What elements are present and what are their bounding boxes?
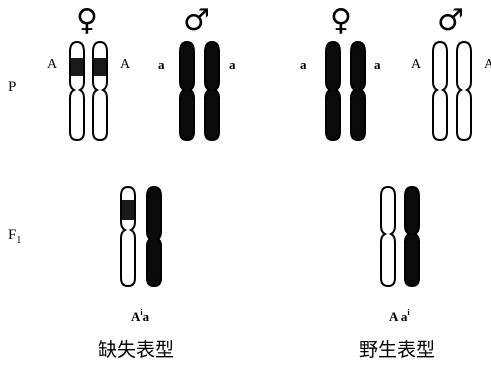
chromosome-female-b1: [325, 40, 341, 142]
phenotype-caption-left: 缺失表型: [98, 339, 175, 361]
offspring-genotype-left: Aia: [131, 308, 150, 324]
f1-row-label: F1: [8, 228, 21, 246]
gene-label: A: [47, 57, 58, 72]
gene-label: A: [120, 57, 131, 72]
gene-label: a: [158, 57, 165, 72]
chromosome-f1-right-white: [380, 185, 396, 288]
f1-label-letter: F: [8, 227, 17, 243]
genotype-allele-2-superscript: i: [407, 308, 410, 317]
chromosome-f1-right-black: [404, 185, 420, 288]
gene-label: A: [411, 57, 422, 72]
male-symbol-left: ♂: [183, 3, 210, 38]
phenotype-caption-right: 野生表型: [359, 339, 436, 361]
chromosome-male-a1: [179, 40, 195, 142]
genotype-allele-1-superscript: i: [140, 308, 143, 317]
chromosome-male-b2: [456, 40, 472, 142]
chromosome-f1-left-black: [146, 185, 162, 288]
gene-label: A: [484, 57, 491, 72]
genotype-allele-1: A: [131, 309, 141, 324]
f1-label-subscript: 1: [16, 235, 22, 246]
chromosome-f1-left-white: [120, 185, 136, 288]
genotype-allele-1: A: [389, 309, 398, 324]
male-symbol-right: ♂: [437, 3, 464, 38]
chromosome-male-a2: [204, 40, 220, 142]
gene-label: a: [374, 57, 381, 72]
chromosome-female-a1: [69, 40, 85, 142]
offspring-genotype-right: A ai: [389, 308, 410, 324]
gene-label: a: [229, 57, 236, 72]
female-symbol-right: ♀: [330, 3, 352, 38]
chromosome-female-b2: [350, 40, 366, 142]
chromosome-female-a2: [92, 40, 108, 142]
genotype-allele-2: a: [400, 309, 408, 324]
parent-row-label: P: [8, 79, 17, 95]
chromosome-male-b1: [432, 40, 448, 142]
gene-label: a: [300, 57, 307, 72]
genotype-allele-2: a: [142, 309, 150, 324]
female-symbol-left: ♀: [76, 3, 98, 38]
